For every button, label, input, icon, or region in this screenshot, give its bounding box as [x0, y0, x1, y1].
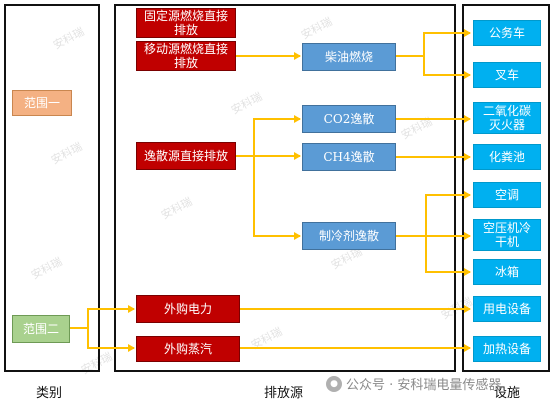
fugitive-emission-box: 逸散源直接排放	[136, 142, 236, 170]
ch4-fugitive-box: CH4逸散	[302, 143, 396, 171]
air-conditioner-box: 空调	[473, 182, 541, 208]
connector-diesel-to-forklift	[423, 56, 471, 79]
electric-equipment-box: 用电设备	[473, 296, 541, 322]
refrigerant-fugitive-box: 制冷剂逸散	[302, 222, 396, 250]
septic-tank-box: 化粪池	[473, 144, 541, 170]
wechat-icon: ●	[326, 375, 342, 392]
watermark-footer: ● 公众号 · 安科瑞电量传感器	[326, 374, 501, 393]
mobile-combustion-box: 移动源燃烧直接 排放	[136, 41, 236, 71]
facility-column	[462, 4, 550, 372]
connector-diesel-to-official-car	[396, 29, 471, 57]
connector-scope2-to-steam	[87, 328, 135, 352]
scope2-box: 范围二	[12, 315, 70, 343]
connector-refrigerant-to-fridge	[425, 236, 471, 276]
emission-source-caption: 排放源	[264, 386, 304, 401]
air-compressor-dryer-box: 空压机冷 干机	[473, 219, 541, 251]
category-caption: 类别	[36, 386, 63, 401]
connector-fugitive-to-co2	[236, 115, 301, 157]
official-car-box: 公务车	[473, 20, 541, 46]
diesel-combustion-box: 柴油燃烧	[302, 43, 396, 71]
fixed-combustion-box: 固定源燃烧直接 排放	[136, 8, 236, 38]
emission-source-column	[114, 4, 456, 372]
forklift-box: 叉车	[473, 62, 541, 88]
watermark-footer-text: 公众号 · 安科瑞电量传感器	[346, 378, 502, 393]
scope1-box: 范围一	[12, 90, 72, 116]
co2-extinguisher-box: 二氧化碳 灭火器	[473, 102, 541, 134]
heating-equipment-box: 加热设备	[473, 336, 541, 362]
category-column	[4, 4, 100, 372]
purchased-power-box: 外购电力	[136, 295, 240, 323]
refrigerator-box: 冰箱	[473, 259, 541, 285]
connector-fugitive-to-refrigerant	[253, 156, 301, 240]
connector-scope2-to-power	[70, 305, 135, 329]
connector-refrigerant-to-ac	[396, 191, 471, 237]
co2-fugitive-box: CO2逸散	[302, 105, 396, 133]
purchased-steam-box: 外购蒸汽	[136, 336, 240, 362]
facility-caption: 设施	[494, 386, 521, 401]
